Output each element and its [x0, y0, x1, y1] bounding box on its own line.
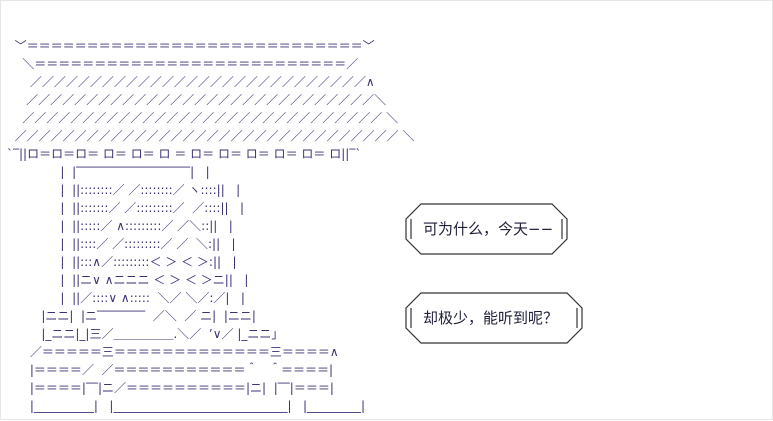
- ascii-art-line: |＝＝＝＝|‾‾|ニ／＝＝＝＝＝＝＝＝＝＝|ニ| |‾‾|＝＝＝|: [7, 381, 334, 395]
- ascii-art-line: `‾||ロ＝ロ＝ロ＝ ロ＝ ロ＝ ロ ＝ ロ＝ ロ＝ ロ＝ ロ＝ ロ＝ ロ||‾…: [7, 147, 362, 161]
- ascii-art-line: ／／／／／／／／／／／／／／／／／／／／／／／／／／／／∧: [7, 75, 375, 89]
- ascii-art-line: |_ニニ|_|三／＿＿＿＿＿.＼／ ’∨／ |_ニニ」: [7, 327, 284, 341]
- speech-bubble-1-text: 可为什么，今天−−: [423, 220, 553, 238]
- ascii-art-line: ／／／／／／／／／／／／／／／／／／／／／／／／／／／／／＼: [7, 93, 387, 107]
- ascii-art-line: | ||:::::::／ ／:::::::::／ ／::::|| |: [7, 201, 245, 215]
- ascii-art-line: ＼＝＝＝＝＝＝＝＝＝＝＝＝＝＝＝＝＝＝＝＝＝＝＝＝＝＝／: [7, 57, 359, 71]
- ascii-art-line: | ||／::::∨ ∧::::: ＼／ ＼／:／| |: [7, 291, 245, 305]
- ascii-art-line: | ||::::／ ／:::::::::／ ／ ＼:|| |: [7, 237, 236, 251]
- ascii-art-line: | ||:::∧／:::::::::＜ ＞ ＜ ＞:|| |: [7, 255, 237, 269]
- ascii-art-line: | ||:::::／ ∧:::::::::／ ／＼::|| |: [7, 219, 233, 233]
- speech-bubble-2: 却极少，能听到呢？: [405, 292, 583, 344]
- ascii-art-line: ／／／／／／／／／／／／／／／／／／／／／／／／／／／／／／ ＼: [7, 111, 399, 125]
- ascii-art-line: | ||::::::::／ ／::::::::／ ヽ::::|| |: [7, 183, 241, 197]
- ascii-art-line: ／／／／／／／／／／／／／／／／／／／／／／／／／／／／／／／／ ＼: [7, 129, 415, 143]
- ascii-art-line: ／＝＝＝＝＝三＝＝＝＝＝＝＝＝＝＝＝＝＝三＝＝＝＝∧: [7, 345, 339, 359]
- ascii-art-line: |ニニ| |ニ‾‾‾‾‾‾‾‾ ／＼ ／ ニ| |ニニ|: [7, 309, 256, 323]
- ascii-art-line: ﹀＝＝＝＝＝＝＝＝＝＝＝＝＝＝＝＝＝＝＝＝＝＝＝＝＝＝＝＝﹀: [7, 39, 375, 53]
- ascii-art-line: |__________| |__________________________…: [7, 399, 366, 413]
- speech-bubble-1: 可为什么，今天−−: [405, 203, 568, 255]
- ascii-art-line: |＝＝＝＝／ ／＝＝＝＝＝＝＝＝＝＝＝＾ ＾＝＝＝＝|: [7, 363, 334, 377]
- ascii-art-line: | |‾‾‾‾‾‾‾‾‾‾‾‾‾‾‾‾‾‾‾| |: [7, 165, 210, 179]
- ascii-art-line: | ||ニ∨ ∧ニニニ ＜ ＞ ＜ ＞ニ|| |: [7, 273, 249, 287]
- speech-bubble-2-text: 却极少，能听到呢？: [423, 309, 558, 327]
